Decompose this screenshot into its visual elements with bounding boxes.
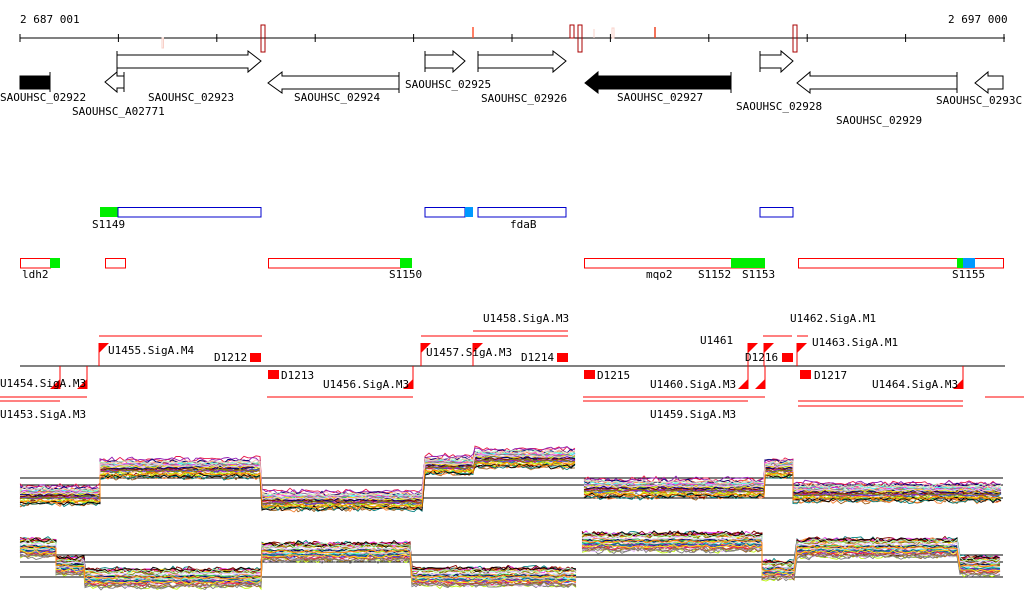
- gene-SAOUHSC_02923[interactable]: SAOUHSC_02923: [116, 49, 262, 104]
- gene-label: SAOUHSC_02927: [617, 91, 703, 104]
- gene-SAOUHSC_02927[interactable]: SAOUHSC_02927: [584, 70, 732, 104]
- feature-box[interactable]: [105, 258, 126, 269]
- gene-label: SAOUHSC_02924: [294, 91, 380, 104]
- segment-label: U1454.SigA.M3: [0, 377, 86, 390]
- segment-label: U1457.SigA.M3: [426, 346, 512, 359]
- segment-label: D1217: [814, 369, 847, 382]
- feature-label: S1149: [92, 218, 125, 231]
- segment-label: U1462.SigA.M1: [790, 312, 876, 325]
- expression-trace: [19, 448, 1002, 497]
- feature-label: ldh2: [22, 268, 49, 281]
- segment-label: U1458.SigA.M3: [483, 312, 569, 325]
- ruler-start-label: 2 687 001: [20, 13, 80, 26]
- expression-reverse-panel: [19, 530, 1003, 591]
- gene-label: SAOUHSC_A02771: [72, 105, 165, 118]
- reverse-feature-track: ldh2 S1150 mqo2 S1152 S1153 S1155: [20, 258, 1004, 281]
- segment-label: U1455.SigA.M4: [108, 344, 194, 357]
- segment-label: U1463.SigA.M1: [812, 336, 898, 349]
- feature-label: S1152: [698, 268, 731, 281]
- feature-box[interactable]: [759, 207, 794, 218]
- segment-label: D1212: [214, 351, 247, 364]
- ruler-marks: [161, 24, 798, 53]
- coordinate-ruler: 2 687 001 2 697 000: [19, 13, 1008, 53]
- feature-fdaB[interactable]: [477, 207, 567, 218]
- segment-label: U1459.SigA.M3: [650, 408, 736, 421]
- feature-box[interactable]: [268, 258, 401, 269]
- expression-trace: [19, 446, 1002, 495]
- feature-box[interactable]: [424, 207, 466, 218]
- expression-trace: [19, 543, 1001, 585]
- feature-box[interactable]: [798, 258, 1004, 269]
- gene-label: SAOUHSC_02925: [405, 78, 491, 91]
- feature-S1149[interactable]: [117, 207, 262, 218]
- ruler-end-label: 2 697 000: [948, 13, 1008, 26]
- gene-SAOUHSC_02922[interactable]: SAOUHSC_02922: [0, 72, 86, 104]
- gene-SAOUHSC_A02771[interactable]: SAOUHSC_A02771: [72, 70, 165, 118]
- gene-SAOUHSC_02926[interactable]: SAOUHSC_02926: [477, 49, 567, 105]
- expression-trace: [19, 532, 1001, 575]
- expression-forward-panel: [19, 445, 1003, 513]
- gene-label: SAOUHSC_02929: [836, 114, 922, 127]
- gene-label: SAOUHSC_02922: [0, 91, 86, 104]
- gene-SAOUHSC_02928[interactable]: SAOUHSC_02928: [736, 49, 822, 113]
- gene-SAOUHSC_02929[interactable]: SAOUHSC_02929: [796, 70, 958, 127]
- feature-label: fdaB: [510, 218, 537, 231]
- segment-label: D1213: [281, 369, 314, 382]
- segment-label: D1215: [597, 369, 630, 382]
- segment-label: U1453.SigA.M3: [0, 408, 86, 421]
- gene-SAOUHSC_02924[interactable]: SAOUHSC_02924: [267, 70, 400, 104]
- expression-trace: [19, 539, 1001, 580]
- feature-label: S1155: [952, 268, 985, 281]
- gene-label: SAOUHSC_02926: [481, 92, 567, 105]
- feature-ldh2[interactable]: [20, 258, 51, 269]
- expression-trace: [19, 546, 1001, 590]
- segment-label: U1464.SigA.M3: [872, 378, 958, 391]
- expression-trace: [19, 535, 1001, 577]
- segment-label: U1461: [700, 334, 733, 347]
- segment-label: U1456.SigA.M3: [323, 378, 409, 391]
- forward-feature-track: S1149 fdaB: [92, 207, 794, 231]
- segment-label: D1216: [745, 351, 778, 364]
- gene-track: SAOUHSC_02922 SAOUHSC_A02771 SAOUHSC_029…: [0, 49, 1022, 127]
- feature-label: mqo2: [646, 268, 673, 281]
- gene-label: SAOUHSC_02923: [148, 91, 234, 104]
- gene-label: SAOUHSC_0293C: [936, 94, 1022, 107]
- gene-SAOUHSC_02925[interactable]: SAOUHSC_02925: [405, 49, 491, 91]
- gene-SAOUHSC_0293C[interactable]: SAOUHSC_0293C: [936, 70, 1022, 107]
- segment-label: D1214: [521, 351, 554, 364]
- feature-label: S1150: [389, 268, 422, 281]
- gene-label: SAOUHSC_02928: [736, 100, 822, 113]
- expression-trace: [19, 460, 1002, 509]
- feature-label: S1153: [742, 268, 775, 281]
- segmentation-track: U1455.SigA.M4 D1212 U1457.SigA.M3 U1458.…: [0, 312, 1024, 421]
- segment-label: U1460.SigA.M3: [650, 378, 736, 391]
